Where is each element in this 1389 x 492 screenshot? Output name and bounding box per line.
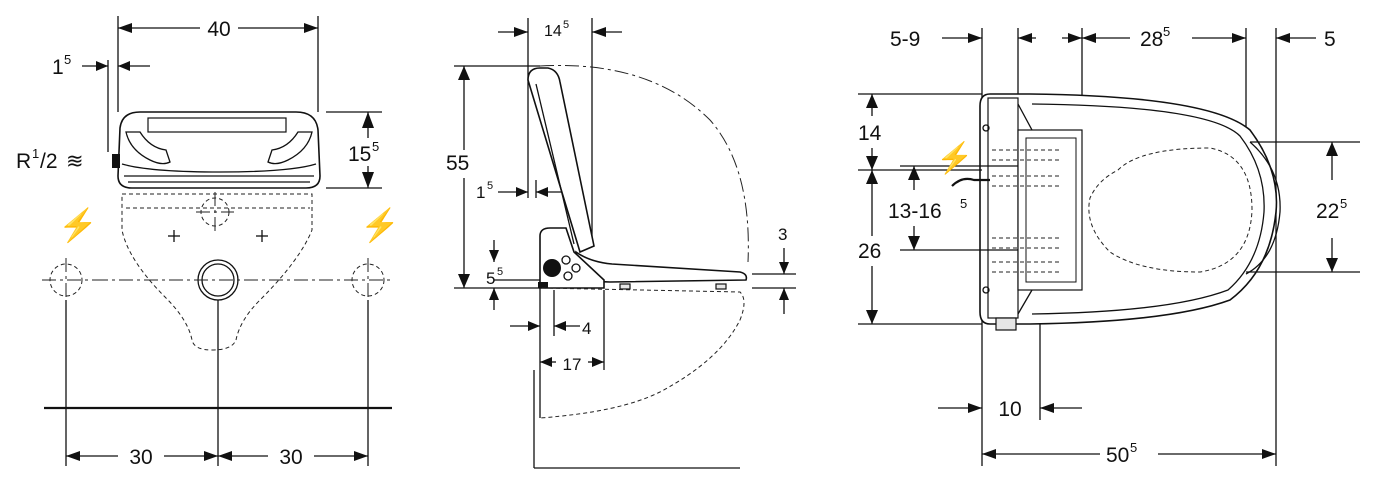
side-depth-label: 14 xyxy=(544,23,562,40)
top-lower-label: 26 xyxy=(858,240,881,263)
front-left-spacing-label: 30 xyxy=(129,446,152,469)
front-width-label: 40 xyxy=(207,18,230,41)
side-view: 14 5 55 1 5 xyxy=(446,18,796,469)
side-depth-sup: 5 xyxy=(563,19,569,31)
top-right-label: 5 xyxy=(1324,28,1336,51)
side-base-sup: 5 xyxy=(497,266,503,278)
top-view: 5-9 28 5 5 22 5 xyxy=(858,24,1360,467)
side-front-label: 4 xyxy=(582,319,591,338)
pipe-label: R xyxy=(16,150,31,173)
side-length-label: 17 xyxy=(563,355,582,374)
front-height-sup: 5 xyxy=(372,139,379,154)
top-range-label: 13-16 xyxy=(888,200,942,223)
top-seat-label: 28 xyxy=(1140,28,1163,51)
front-height-label: 15 xyxy=(348,143,371,166)
side-offset-label: 1 xyxy=(476,183,485,202)
power-icon-top: ⚡ xyxy=(936,140,973,176)
top-total-label: 50 xyxy=(1106,444,1129,467)
top-lid-width-label: 22 xyxy=(1316,200,1339,223)
top-total-sup: 5 xyxy=(1130,440,1137,455)
water-wave-icon: ≋ xyxy=(66,150,84,173)
top-small-label: 10 xyxy=(998,398,1021,421)
front-offset-label: 1 xyxy=(52,56,64,79)
side-thickness-label: 3 xyxy=(778,225,787,244)
front-offset-sup: 5 xyxy=(64,52,71,67)
side-offset-sup: 5 xyxy=(487,180,493,192)
pipe-label-sup: 1 xyxy=(32,146,39,161)
side-base-label: 5 xyxy=(486,269,495,288)
front-right-spacing-label: 30 xyxy=(279,446,302,469)
power-icon-right: ⚡ xyxy=(360,207,400,244)
top-lid-width-sup: 5 xyxy=(1340,196,1347,211)
top-left-label: 5-9 xyxy=(890,28,920,51)
side-height-label: 55 xyxy=(446,152,469,175)
top-upper-label: 14 xyxy=(858,122,882,145)
front-view: 40 1 5 15 5 R 1 /2 ≋ xyxy=(16,16,400,469)
pipe-label-sub: /2 xyxy=(40,150,58,173)
top-seat-sup: 5 xyxy=(1163,24,1170,39)
top-range-sup: 5 xyxy=(960,196,967,211)
power-icon-left: ⚡ xyxy=(58,207,98,244)
